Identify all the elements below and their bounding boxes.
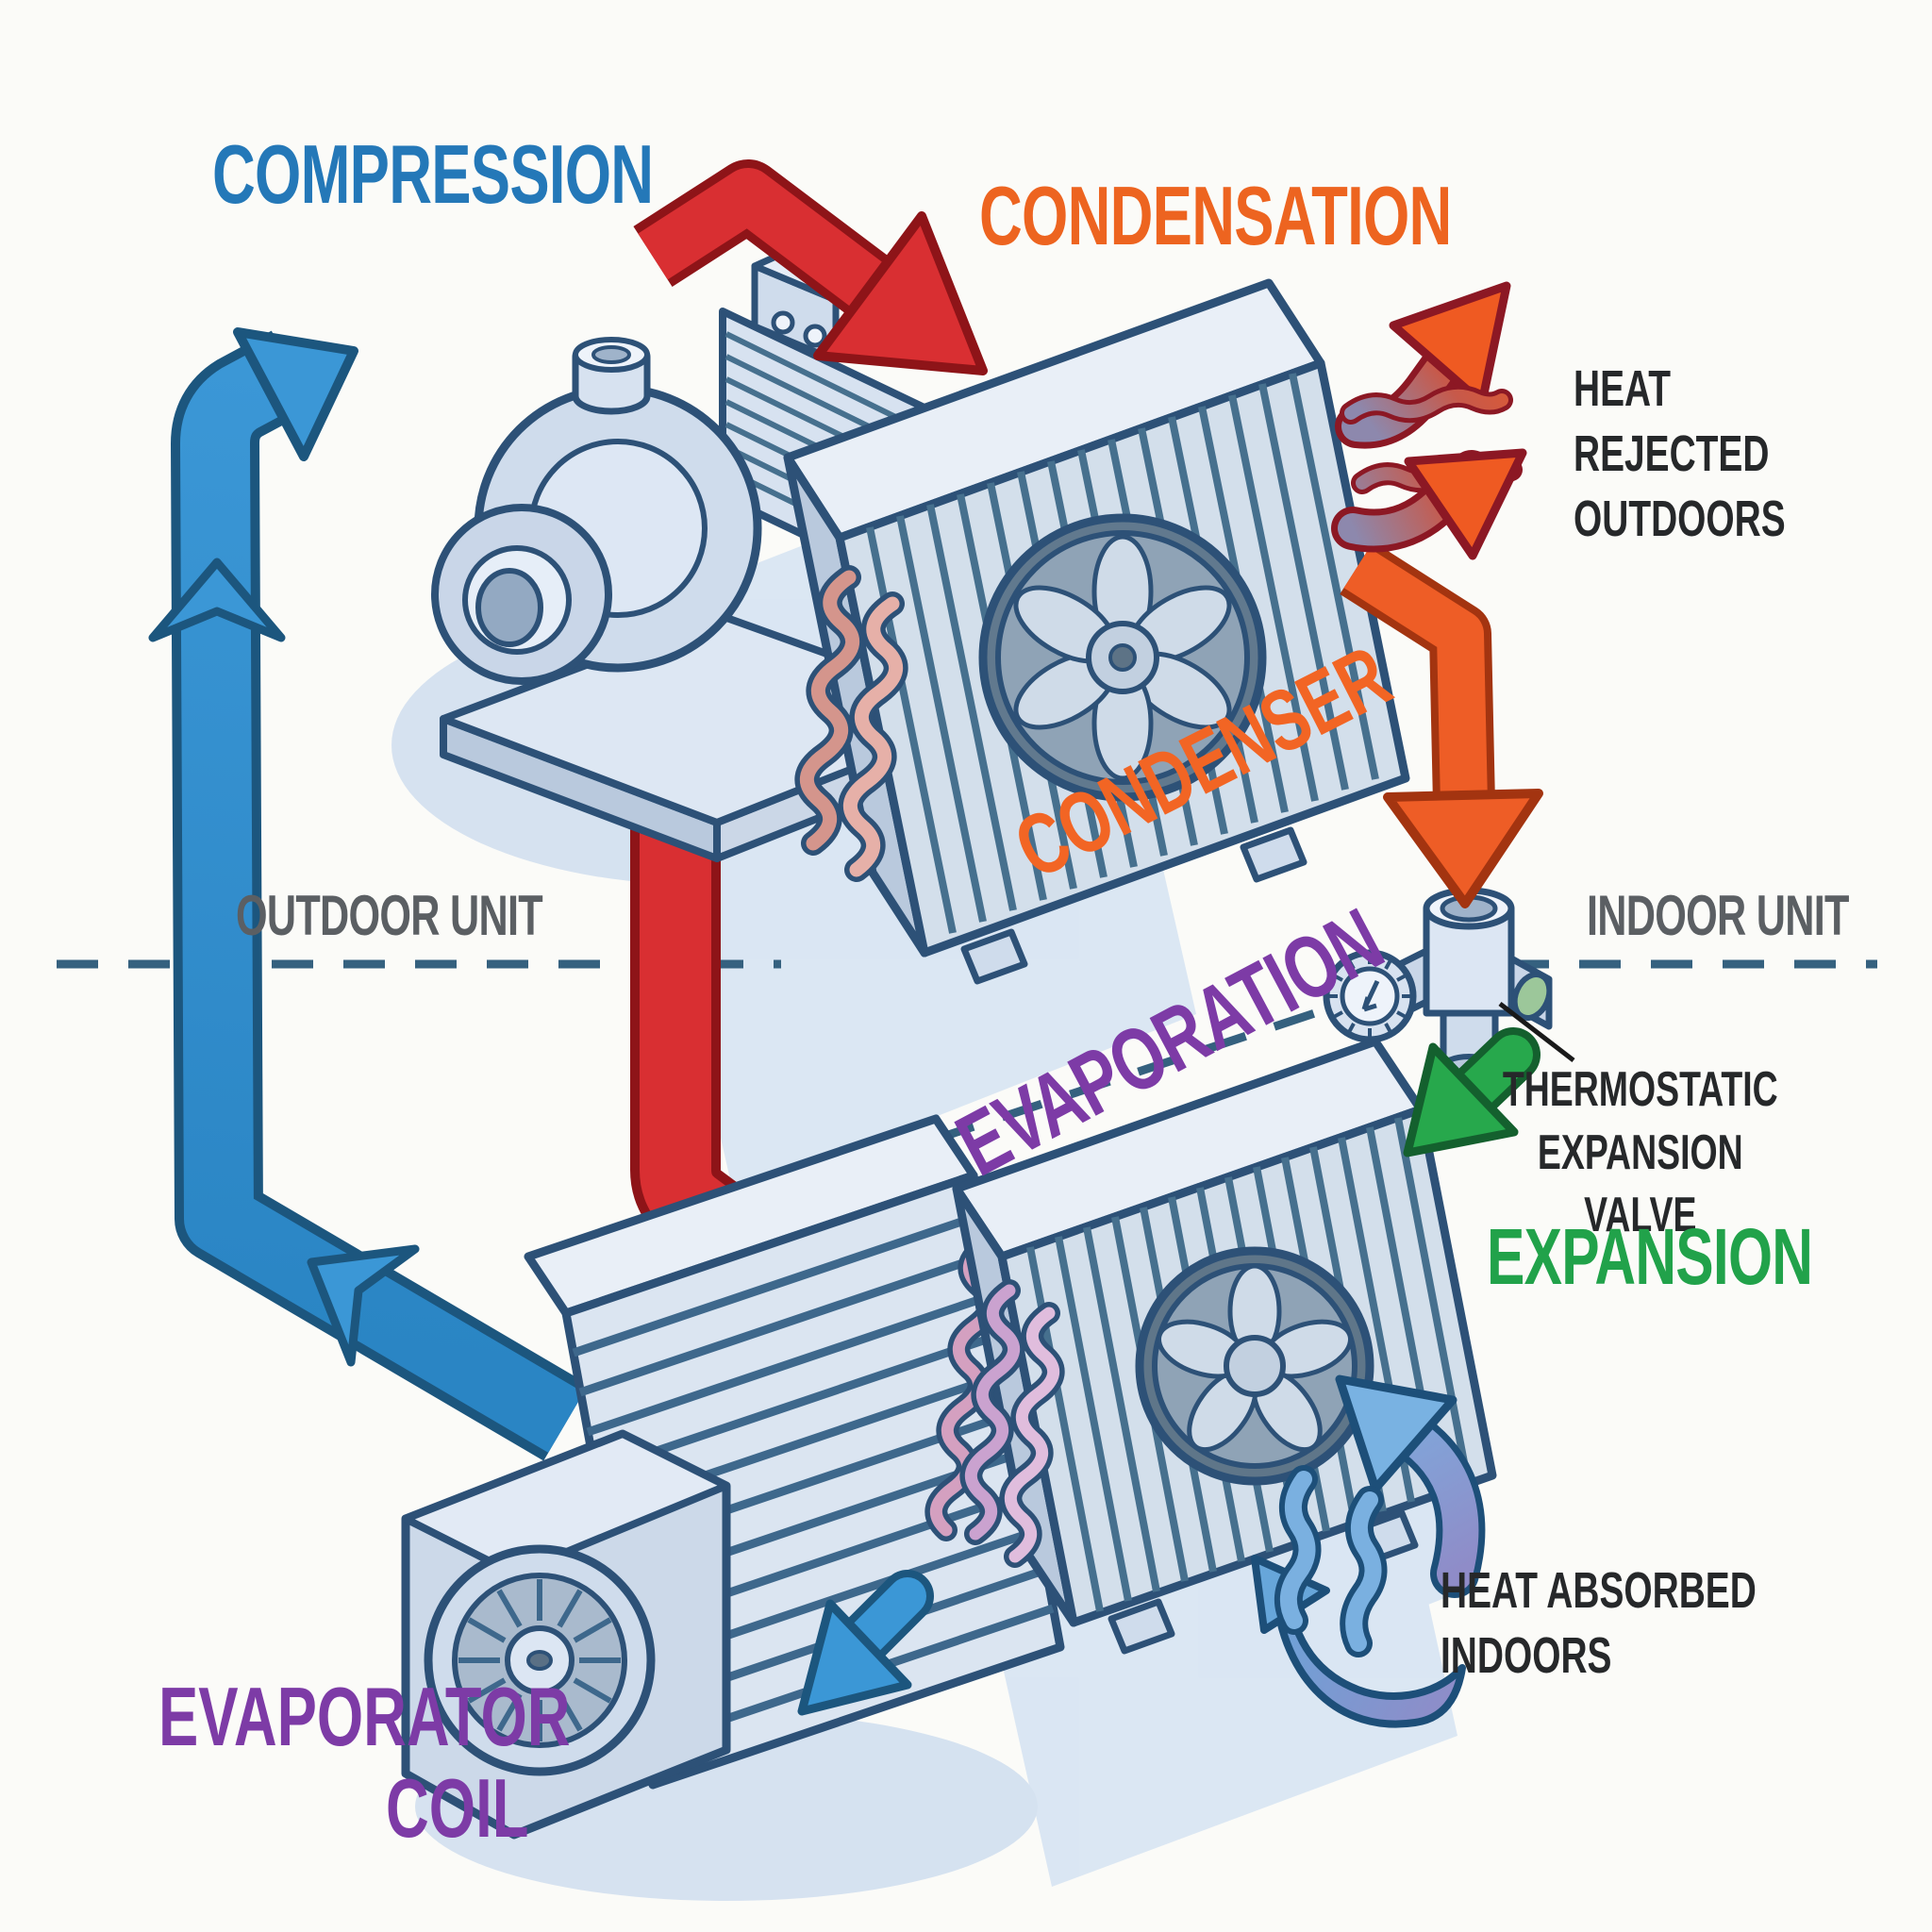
caption-heat-absorbed: HEAT ABSORBED INDOORS bbox=[1441, 1558, 1757, 1689]
thermostatic-line2: EXPANSION VALVE bbox=[1537, 1124, 1743, 1243]
condenser-unit-illustration bbox=[783, 278, 1410, 985]
evaporator-coil-line2: COIL bbox=[386, 1760, 529, 1855]
valve-green-cap bbox=[1511, 972, 1553, 1021]
blue-flow-evaporator-to-compressor bbox=[148, 327, 589, 1461]
thermostatic-line1: THERMOSTATIC bbox=[1502, 1062, 1778, 1117]
caption-evaporator-coil: EVAPORATOR COIL bbox=[158, 1670, 571, 1855]
heat-absorbed-arrows bbox=[1251, 1374, 1486, 1728]
heat-absorbed-line2: INDOORS bbox=[1441, 1627, 1612, 1685]
caption-heat-rejected: HEAT REJECTED OUTDOORS bbox=[1574, 357, 1832, 552]
blue-arrow-evaporator-to-blower bbox=[797, 1570, 934, 1716]
label-condensation: CONDENSATION bbox=[979, 169, 1452, 262]
condenser-foot bbox=[1240, 826, 1307, 883]
label-expansion: EXPANSION bbox=[1487, 1212, 1813, 1301]
caption-thermostatic-valve: THERMOSTATIC EXPANSION VALVE bbox=[1477, 1058, 1804, 1247]
label-outdoor-unit: OUTDOOR UNIT bbox=[236, 884, 543, 947]
blue-chevron-diagonal bbox=[307, 1244, 420, 1367]
green-arrow-valve-to-evaporator bbox=[1403, 1027, 1541, 1158]
thermostatic-expansion-valve-illustration bbox=[1323, 887, 1553, 1082]
red-arrow-compressor-to-condenser bbox=[633, 159, 988, 375]
condenser-foot bbox=[960, 928, 1028, 985]
evaporator-coils bbox=[959, 1279, 1065, 1568]
evaporator-coil-line1: EVAPORATOR bbox=[158, 1670, 571, 1763]
valve-pointer-line bbox=[1498, 1002, 1575, 1062]
heat-rejected-arrows bbox=[1331, 281, 1527, 560]
heat-rejected-line2: OUTDOORS bbox=[1574, 491, 1786, 548]
label-compression: COMPRESSION bbox=[212, 127, 654, 221]
valve-gauge-arrow bbox=[1361, 979, 1380, 1012]
orange-arrow-condenser-to-valve bbox=[1340, 541, 1543, 908]
heat-absorbed-line1: HEAT ABSORBED bbox=[1441, 1562, 1757, 1619]
heat-rejected-line1: HEAT REJECTED bbox=[1574, 360, 1770, 483]
blue-chevron-up bbox=[148, 558, 286, 642]
label-indoor-unit: INDOOR UNIT bbox=[1587, 884, 1849, 947]
evaporator-foot bbox=[1108, 1598, 1175, 1655]
blue-arrowhead-to-compressor bbox=[233, 327, 358, 461]
condenser-coils bbox=[794, 565, 908, 882]
